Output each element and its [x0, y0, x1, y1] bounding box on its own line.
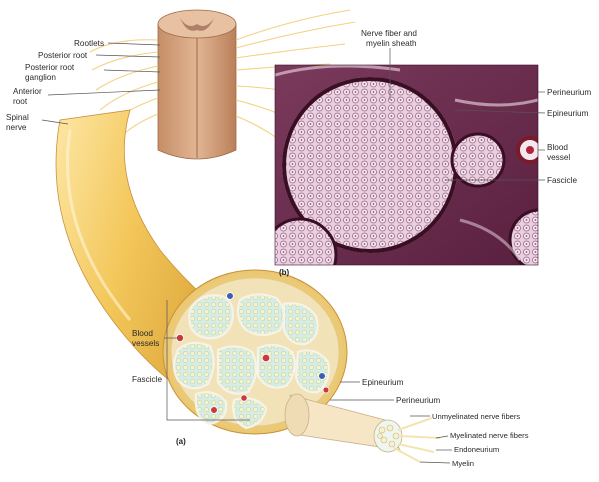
label-blood-vessel-b: Blood — [547, 143, 568, 152]
label-perineurium-a: Perineurium — [396, 396, 440, 405]
label-blood-vessels-2: vessels — [132, 339, 159, 348]
label-nerve-fiber: Nerve fiber and — [361, 29, 417, 38]
label-fascicle-a: Fascicle — [132, 375, 162, 384]
nerve-cross-section — [162, 269, 348, 435]
label-myelin: Myelin — [452, 459, 474, 468]
spinal-cord — [157, 9, 237, 160]
fascicle-cylinder — [284, 393, 441, 463]
label-spinal-nerve-2: nerve — [6, 123, 27, 132]
label-epineurium-a: Epineurium — [362, 378, 404, 387]
micrograph-panel — [274, 64, 539, 266]
label-endoneurium: Endoneurium — [454, 445, 499, 454]
label-perineurium-b: Perineurium — [547, 88, 591, 97]
label-rootlets: Rootlets — [74, 39, 104, 48]
label-blood-vessels: Blood — [132, 329, 153, 338]
label-fascicle-b: Fascicle — [547, 176, 577, 185]
labels-panel-a: Rootlets Posterior root Posterior root g… — [6, 39, 529, 468]
fiber-strands — [393, 417, 441, 463]
leader-lines — [41, 42, 546, 464]
label-posterior-root-ganglion: Posterior root — [25, 63, 75, 72]
label-anterior-root: Anterior — [13, 87, 42, 96]
panel-label-a: (a) — [176, 437, 186, 446]
rootlets — [89, 9, 356, 151]
label-myelinated: Myelinated nerve fibers — [450, 431, 529, 440]
label-blood-vessel-b-2: vessel — [547, 153, 570, 162]
cross-section-blood-vessels — [175, 292, 330, 414]
myelinated-fibers — [377, 424, 400, 448]
labels-panel-b: Nerve fiber and myelin sheath Perineuriu… — [279, 29, 591, 277]
label-epineurium-b: Epineurium — [547, 109, 589, 118]
label-spinal-nerve: Spinal — [6, 113, 29, 122]
label-myelin-sheath: myelin sheath — [366, 39, 417, 48]
panel-label-b: (b) — [279, 268, 290, 277]
label-unmyelinated: Unmyelinated nerve fibers — [432, 412, 520, 421]
label-posterior-root-ganglion-2: ganglion — [25, 73, 56, 82]
label-anterior-root-2: root — [13, 97, 28, 106]
label-posterior-root: Posterior root — [38, 51, 88, 60]
